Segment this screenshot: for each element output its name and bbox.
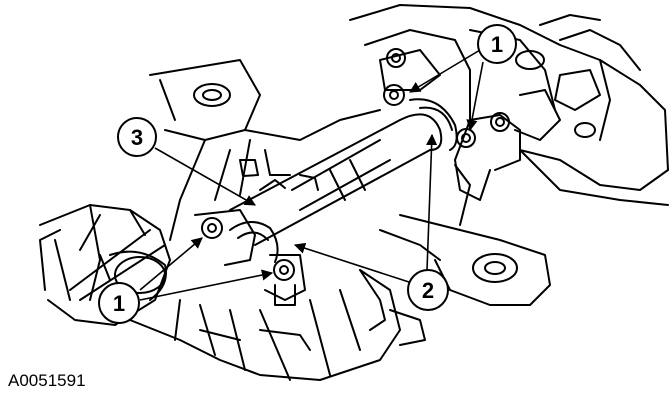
lower-bracket: [194, 209, 306, 306]
steering-shaft: [69, 229, 166, 301]
callout-1-bottom-label: 1: [113, 291, 125, 316]
figure-id-label: A0051591: [8, 371, 86, 390]
lower-right-bracket: [379, 164, 551, 306]
left-rail: [149, 59, 381, 241]
clamps: [229, 98, 458, 263]
line-art: [39, 4, 669, 381]
callout-2-label: 2: [422, 278, 434, 303]
callout-1-top-label: 1: [491, 32, 503, 57]
leader-lines: [139, 49, 484, 301]
lower-housing: [39, 204, 171, 326]
callout-3: 3: [117, 117, 157, 157]
column-tube: [229, 113, 443, 246]
callout-3-label: 3: [131, 125, 143, 150]
callout-1-bottom: 1: [98, 282, 140, 324]
callout-2: 2: [407, 269, 449, 311]
bottom-mechanism: [129, 269, 426, 381]
callout-1-top: 1: [477, 24, 517, 64]
